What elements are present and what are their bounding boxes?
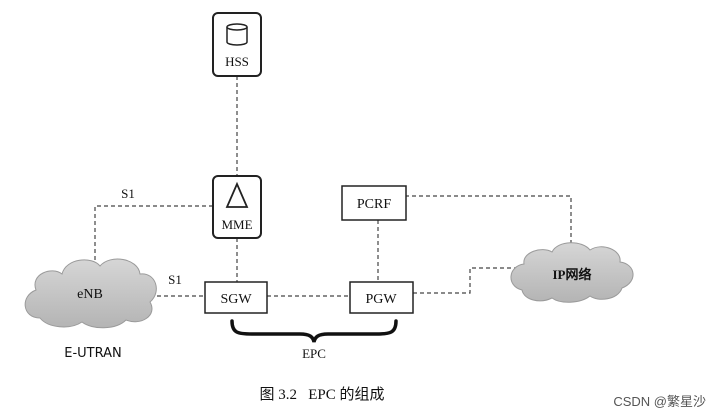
enb-cloud: eNB	[24, 258, 157, 329]
eutran-label: E-UTRAN	[64, 346, 121, 361]
hss-label: HSS	[225, 54, 249, 69]
cloud-shape	[24, 258, 157, 329]
epc-label: EPC	[302, 346, 326, 361]
ip-network-label: IP网络	[552, 267, 591, 282]
sgw-node: SGW	[204, 281, 268, 314]
triangle-icon	[225, 181, 249, 208]
mme-label: MME	[221, 217, 252, 232]
csdn-watermark: CSDN @繁星沙	[613, 394, 706, 409]
connections	[94, 76, 572, 297]
hss-node: HSS	[212, 12, 262, 77]
s1-lower-label: S1	[168, 272, 182, 287]
mme-node: MME	[212, 175, 262, 239]
figure-caption: 图 3.2 EPC 的组成	[259, 386, 384, 403]
enb-label: eNB	[77, 287, 103, 302]
sgw-label: SGW	[220, 292, 252, 307]
pgw-label: PGW	[365, 292, 397, 307]
pgw-ip-link	[413, 267, 522, 294]
s1-mme-enb-link	[94, 205, 213, 262]
database-icon	[226, 23, 248, 46]
pcrf-node: PCRF	[341, 185, 407, 221]
pcrf-ip-link	[405, 195, 572, 256]
pcrf-label: PCRF	[357, 197, 391, 212]
pgw-node: PGW	[349, 281, 414, 314]
cloud-shape	[510, 242, 634, 303]
ip-network-cloud: IP网络	[510, 242, 634, 303]
s1-upper-label: S1	[121, 186, 135, 201]
epc-brace	[230, 319, 398, 343]
